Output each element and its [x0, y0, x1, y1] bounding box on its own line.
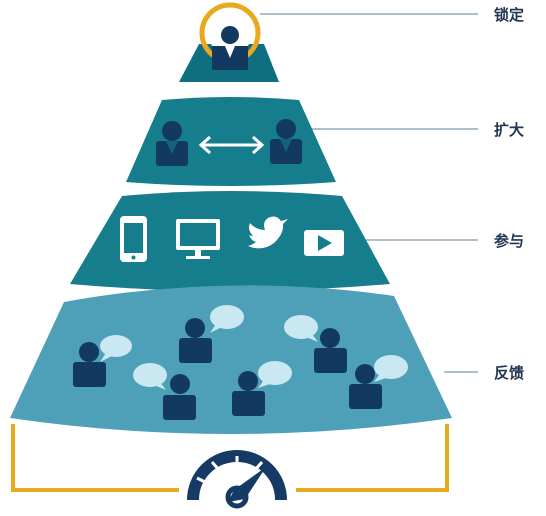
- tier-engage: [70, 191, 390, 291]
- double-arrow-icon: [198, 135, 265, 155]
- base-bracket: [11, 424, 449, 492]
- person-with-speech-bubble-icon: [349, 355, 408, 409]
- person-with-speech-bubble-icon: [179, 305, 244, 363]
- person-with-speech-bubble-icon: [133, 363, 196, 420]
- level-label-lock: 锁定: [494, 6, 524, 24]
- tier-engage-band: [70, 191, 390, 291]
- tier-feedback: [10, 285, 452, 434]
- tier-expand: [126, 97, 336, 186]
- person-with-speech-bubble-icon: [284, 315, 347, 373]
- person-with-speech-bubble-icon: [232, 361, 292, 416]
- level-label-expand: 扩大: [494, 121, 524, 139]
- speedometer-gauge-icon: [187, 450, 287, 509]
- person-with-speech-bubble-icon: [73, 335, 132, 387]
- monitor-icon: [176, 219, 220, 259]
- twitter-bird-icon: [248, 216, 288, 249]
- video-play-icon: [304, 230, 344, 256]
- level-label-feedback: 反馈: [494, 364, 524, 382]
- person-icon: [270, 119, 302, 164]
- level-label-engage: 参与: [494, 232, 524, 250]
- smartphone-icon: [120, 216, 147, 262]
- tier-feedback-band: [10, 285, 452, 434]
- target-person-icon: [199, 2, 261, 70]
- tier-lock: [179, 2, 279, 82]
- person-icon: [156, 121, 188, 166]
